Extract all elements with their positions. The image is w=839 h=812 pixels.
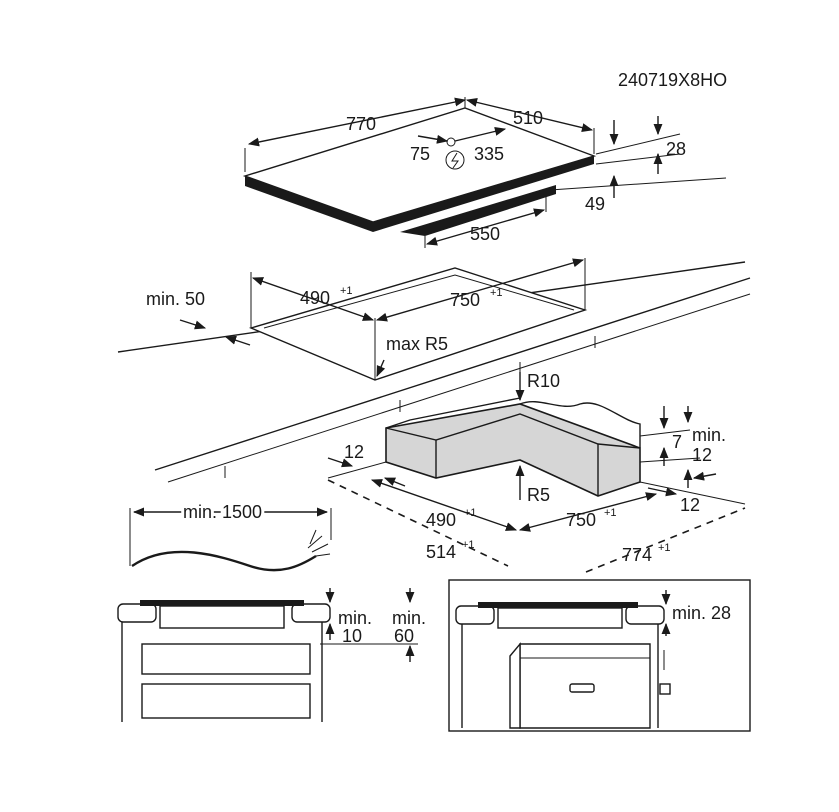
hob-front-edge [245, 176, 373, 232]
product-code: 240719X8HO [618, 70, 727, 90]
frame-drawing [385, 397, 641, 497]
cutout-width-tolerance: +1 [490, 287, 503, 299]
cable-line [131, 550, 317, 572]
offset-75-dimension [417, 134, 449, 144]
body-550-dimension [425, 208, 546, 246]
installation-left-drawing [117, 600, 331, 722]
frame-gap-label: 7 [672, 432, 682, 452]
cutout-radius-label: max R5 [386, 334, 448, 354]
frame-depth-dimension [370, 479, 518, 531]
min10-label: min. [338, 608, 372, 628]
offset-left-label: 75 [410, 144, 430, 164]
frame-min-value: 12 [692, 445, 712, 465]
worktop-front-edge [154, 277, 751, 471]
cutout-depth-tolerance: +1 [340, 285, 353, 297]
offset-right-label: 335 [474, 144, 504, 164]
frame-width-label: 750 [566, 510, 596, 530]
hob-width-label: 770 [346, 114, 376, 134]
min60-value: 60 [394, 626, 414, 646]
frame-side-label: 12 [344, 442, 364, 462]
body-height-label: 49 [585, 194, 605, 214]
frame-outer-depth-label: 514 [426, 542, 456, 562]
min60-label: min. [392, 608, 426, 628]
min-front-label: min. 50 [146, 289, 205, 309]
body-width-label: 550 [470, 224, 500, 244]
frame-outer-width-label: 774 [622, 545, 652, 565]
min10-value: 10 [342, 626, 362, 646]
power-symbol-icon [445, 150, 465, 170]
frame-width-dimension [518, 492, 658, 532]
frame-radius-inner-label: R5 [527, 485, 550, 505]
hob-depth-label: 510 [513, 108, 543, 128]
lightning-icon [451, 152, 459, 169]
cable-drawing [129, 507, 332, 572]
installation-right-drawing [448, 579, 751, 732]
min28-label: min. 28 [672, 603, 731, 623]
offset-335-dimension [454, 126, 507, 142]
frame-min-label: min. [692, 425, 726, 445]
cable-length-label: min. 1500 [183, 502, 262, 522]
frame-width-tolerance: +1 [604, 507, 617, 519]
frame-depth-label: 490 [426, 510, 456, 530]
cutout-depth-label: 490 [300, 288, 330, 308]
hob-thickness-label: 28 [666, 139, 686, 159]
width-770-dimension [247, 97, 467, 147]
cutout-depth-dimension [251, 277, 375, 321]
cutout-width-dimension [375, 258, 585, 322]
cutout-width-label: 750 [450, 290, 480, 310]
frame-side-right-label: 12 [680, 495, 700, 515]
frame-outer-depth-line [327, 479, 509, 567]
frame-radius-top-label: R10 [527, 371, 560, 391]
frame-outer-width-line [585, 507, 746, 573]
frame-outer-width-tolerance: +1 [658, 542, 671, 554]
frame-depth-tolerance: +1 [464, 507, 477, 519]
installation-right-frame [448, 579, 751, 732]
depth-510-dimension [465, 97, 594, 133]
frame-outer-depth-tolerance: +1 [462, 539, 475, 551]
oven-handle [569, 683, 595, 693]
